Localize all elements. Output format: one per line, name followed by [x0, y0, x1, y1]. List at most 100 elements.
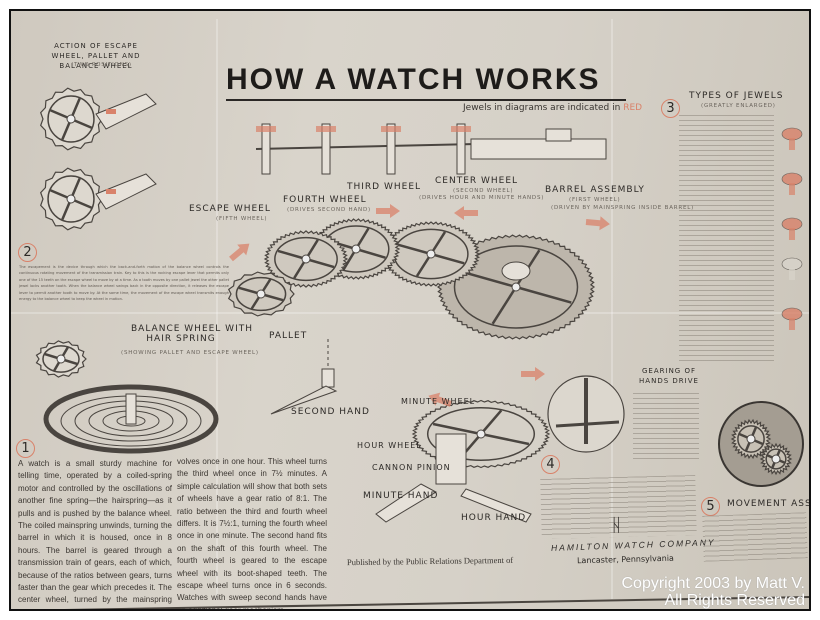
- arbor-line: [255, 143, 477, 150]
- jewel-mark: [381, 126, 401, 132]
- hour-hand-shape: [460, 488, 532, 523]
- barrel-gear-hub: [511, 282, 521, 292]
- fourth-wheel-gear-spoke: [305, 257, 335, 269]
- section-number-4: 4: [541, 455, 560, 474]
- jewel-note: Jewels in diagrams are indicated in RED: [463, 103, 642, 113]
- minute-wheel-gear-spoke: [480, 409, 503, 435]
- fourth-wheel-gear-hub: [301, 254, 311, 264]
- pallet-label: PALLET: [269, 331, 308, 341]
- company-location: Lancaster, Pennsylvania: [576, 553, 674, 566]
- cannon-pinion-label: CANNON PINION: [372, 463, 451, 472]
- third-wheel-gear-spoke: [355, 247, 386, 259]
- copyright-watermark: Copyright 2003 by Matt V. All Rights Res…: [560, 575, 805, 609]
- minute-wheel-gear-spoke: [480, 432, 530, 446]
- fourth-wheel-note: (DRIVES SECOND HAND): [287, 207, 371, 213]
- escapement-illustration: [40, 87, 157, 231]
- minute-wheel-label: MINUTE WHEEL: [401, 397, 476, 406]
- movement-heading: MOVEMENT ASSEMBLY: [727, 499, 811, 509]
- motion-arrow: [229, 243, 250, 262]
- minute-wheel-gear-spoke: [432, 422, 482, 436]
- company-name: HAMILTON WATCH COMPANY: [550, 537, 716, 553]
- jewel-stem: [789, 183, 795, 195]
- movement-gear-rim: [737, 425, 765, 453]
- motion-arrow: [585, 216, 610, 231]
- jewels-text: [679, 115, 774, 365]
- center-wheel-label: CENTER WHEEL: [435, 176, 519, 186]
- movement-illustration: [718, 401, 804, 487]
- movement-gear-hub: [771, 454, 781, 464]
- barrel-note-1: (FIRST WHEEL): [569, 197, 621, 203]
- arbor: [386, 123, 396, 175]
- second-hand-pinion: [321, 368, 335, 388]
- pallet-jewel: [106, 109, 116, 114]
- barrel-assembly-label: BARREL ASSEMBLY: [545, 185, 645, 195]
- poster: HOW A WATCH WORKS Jewels in diagrams are…: [11, 19, 811, 609]
- gear-train-illustration: [227, 204, 610, 340]
- escape-wheel-label: ESCAPE WHEEL: [189, 204, 271, 214]
- intro-text-col1: A watch is a small sturdy machine for te…: [18, 459, 172, 609]
- jewel-stem: [789, 318, 795, 330]
- escape-wheel-gear-rim: [235, 276, 287, 312]
- hands-drive-illustration: [375, 367, 625, 523]
- gear-train-side-view: [255, 123, 607, 175]
- arbor: [261, 123, 271, 175]
- title-rule: [226, 99, 626, 101]
- center-wheel-gear-spoke: [430, 252, 465, 265]
- section-number-3: 3: [661, 99, 680, 118]
- balance-staff: [125, 393, 137, 425]
- movement-gear-rim: [765, 448, 787, 470]
- escape-wheel-position-1-hub: [66, 114, 76, 124]
- balance-wheel-label: BALANCE WHEEL WITH HAIR SPRING: [131, 324, 254, 344]
- small-escape-wheel-hub: [56, 354, 66, 364]
- section-number-1: 1: [16, 439, 35, 458]
- pallet-lever: [95, 93, 157, 130]
- balance-wheel-illustration: [35, 340, 219, 454]
- intro-text-col2: volves once in one hour. This wheel turn…: [177, 457, 327, 611]
- fourth-wheel-gear-spoke: [277, 249, 307, 261]
- second-hand-shape: [270, 385, 338, 415]
- jewel-stem: [789, 138, 795, 150]
- fold-line: [611, 19, 613, 599]
- movement-text: [702, 512, 808, 562]
- second-hand-label: SECOND HAND: [291, 407, 370, 417]
- motion-arrow: [454, 206, 478, 220]
- jewel-mark: [316, 126, 336, 132]
- escape-wheel-position-2-hub: [66, 194, 76, 204]
- jewel-illustrations: [781, 127, 803, 330]
- movement-gear-hub: [746, 434, 756, 444]
- arbor: [456, 123, 466, 175]
- section-number-2: 2: [18, 243, 37, 262]
- third-wheel-label: THIRD WHEEL: [347, 182, 422, 192]
- copyright-line: Copyright 2003 by Matt V.: [621, 575, 805, 592]
- pallet-jewel: [106, 189, 116, 194]
- barrel-arbor: [501, 261, 531, 281]
- second-hand-illustration: [270, 339, 338, 415]
- hour-wheel-label: HOUR WHEEL: [357, 441, 422, 450]
- poster-title: HOW A WATCH WORKS: [226, 63, 601, 96]
- escape-wheel-note: (FIFTH WHEEL): [216, 216, 268, 222]
- fold-line: [216, 19, 218, 599]
- jewel-stem: [789, 268, 795, 280]
- center-wheel-note-1: (SECOND WHEEL): [453, 188, 514, 194]
- cannon-pinion-shape: [435, 433, 467, 485]
- minute-wheel-gear-rim: [426, 407, 536, 461]
- barrel-gear-rim: [453, 245, 579, 329]
- escape-wheel-position-1-rim: [47, 95, 95, 143]
- jewels-heading: TYPES OF JEWELS: [689, 91, 784, 101]
- balance-wheel-label-line1: BALANCE WHEEL WITH: [131, 324, 254, 334]
- balance-rim: [43, 384, 219, 454]
- balance-wheel-label-line2: HAIR SPRING: [146, 334, 216, 344]
- center-wheel-note-2: (DRIVES HOUR AND MINUTE HANDS): [419, 195, 545, 201]
- published-by: Published by the Public Relations Depart…: [346, 554, 514, 568]
- barrel-note-2: (DRIVEN BY MAINSPRING INSIDE BARREL): [551, 205, 695, 211]
- escape-wheel-gear-hub: [256, 289, 266, 299]
- jewel-note-red: RED: [623, 103, 643, 113]
- balance-wheel-note: (SHOWING PALLET AND ESCAPE WHEEL): [121, 350, 259, 356]
- small-escape-wheel-rim: [42, 345, 80, 373]
- motion-arrow: [428, 392, 453, 407]
- minute-wheel-gear-hub: [476, 429, 486, 439]
- hands-drive-text: [633, 393, 699, 463]
- fourth-wheel-label: FOURTH WHEEL: [283, 195, 367, 205]
- escapement-note: (TWO POSITIONS): [71, 62, 132, 68]
- center-wheel-gear-hub: [426, 249, 436, 259]
